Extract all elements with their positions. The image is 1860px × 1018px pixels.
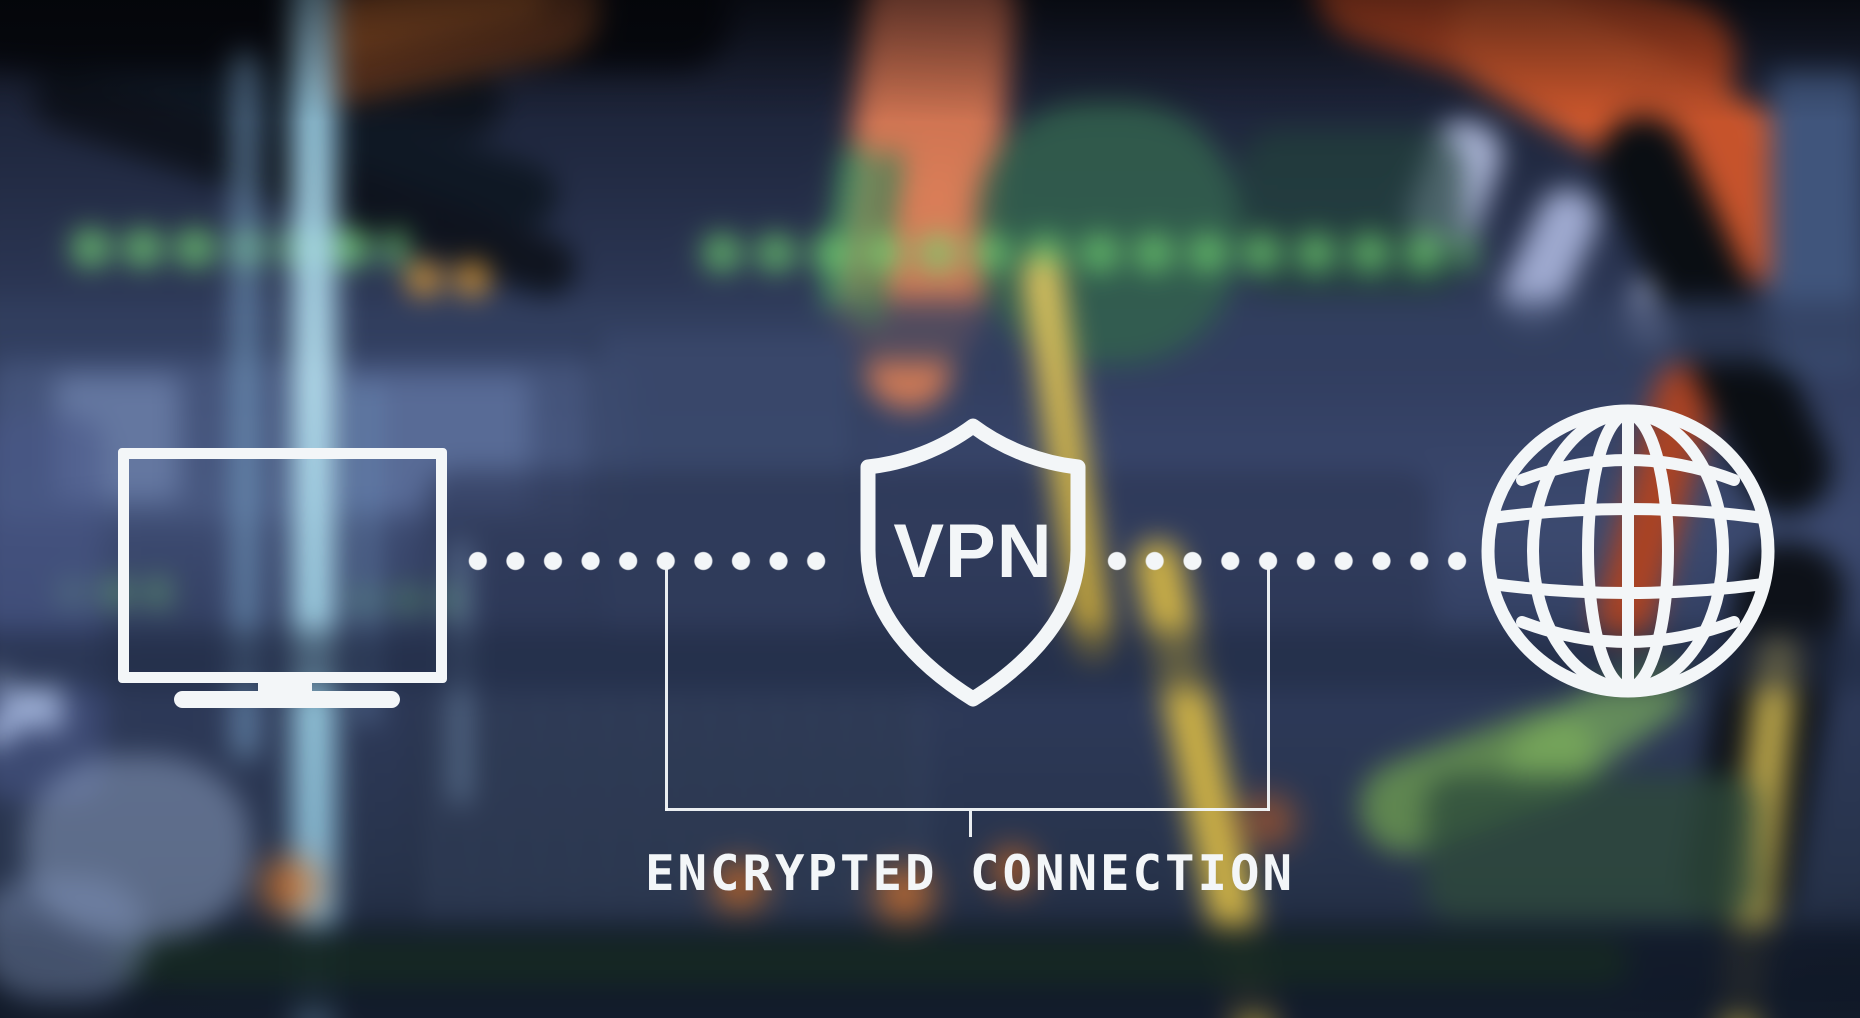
bracket-bottom-line [665, 808, 1270, 811]
monitor-icon [118, 448, 447, 683]
monitor-stand-base [174, 691, 400, 708]
bracket-left-line [665, 563, 668, 811]
encrypted-connection-label: ENCRYPTED CONNECTION [644, 845, 1295, 902]
dotted-line-client-to-vpn [459, 551, 836, 571]
vpn-label: VPN [893, 509, 1053, 594]
bracket-center-tick [969, 811, 972, 837]
dotted-line-vpn-to-internet [1098, 551, 1477, 571]
monitor-stand-neck [258, 681, 312, 694]
bracket-right-line [1267, 563, 1270, 811]
